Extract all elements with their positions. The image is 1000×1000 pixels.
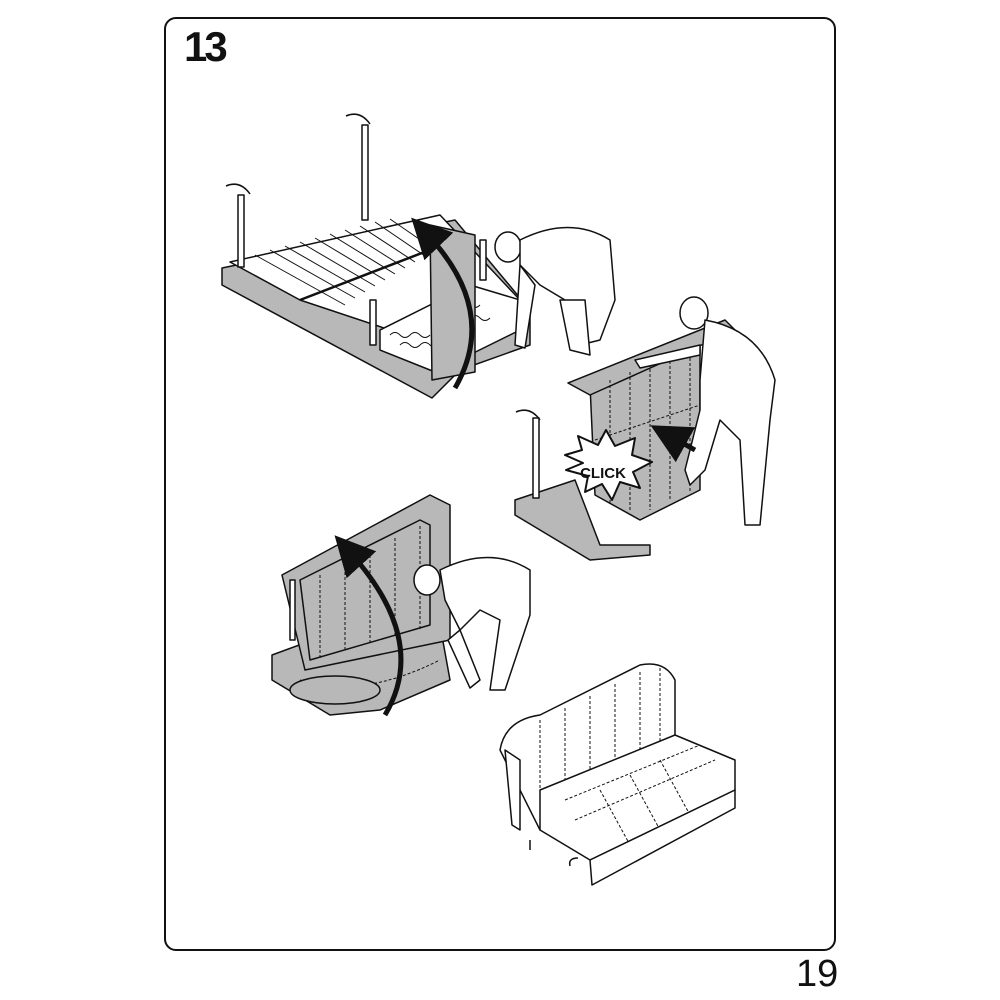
curved-arrow-icon — [334, 535, 404, 717]
straight-arrow-icon — [650, 425, 697, 463]
page-number: 19 — [796, 953, 839, 995]
instruction-panel — [164, 17, 836, 951]
illustration-lift-seat — [271, 494, 531, 717]
click-label: CLICK — [580, 465, 626, 482]
curved-arrow-icon — [411, 217, 475, 390]
step-number: 13 — [184, 23, 228, 70]
illustration-finished-sofa — [499, 663, 736, 886]
illustration-push-backrest: CLICK — [514, 296, 776, 561]
click-burst-icon — [564, 429, 653, 501]
illustration-unfold-bed — [221, 113, 616, 399]
